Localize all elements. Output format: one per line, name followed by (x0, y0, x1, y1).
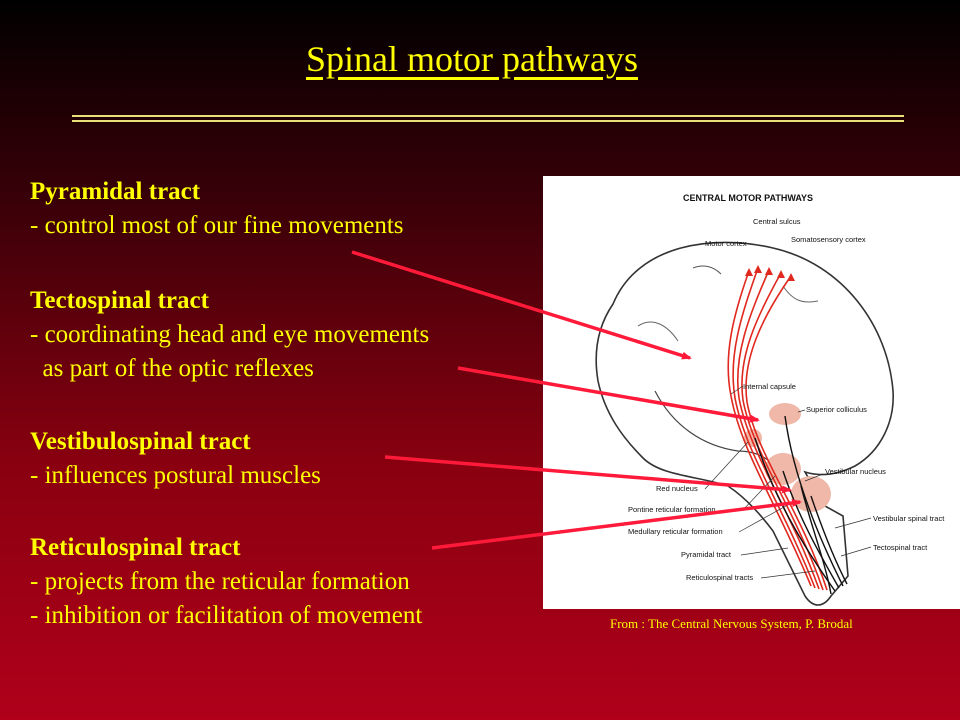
title-divider (72, 115, 904, 117)
label-superior-colliculus: Superior colliculus (806, 405, 867, 414)
label-somatosensory: Somatosensory cortex (791, 235, 866, 244)
arrow-pyramidal (351, 250, 692, 360)
reticulospinal-desc-1: - projects from the reticular formation (30, 568, 410, 595)
label-pyramidal: Pyramidal tract (681, 550, 732, 559)
pyramidal-heading: Pyramidal tract (30, 178, 201, 205)
vestibulospinal-heading: Vestibulospinal tract (30, 428, 251, 455)
diagram-heading: CENTRAL MOTOR PATHWAYS (683, 193, 813, 203)
label-central-sulcus: Central sulcus (753, 217, 801, 226)
label-vestibular: Vestibular nucleus (825, 467, 886, 476)
brain-diagram: CENTRAL MOTOR PATHWAYS C (543, 176, 960, 609)
pyramidal-fibers (727, 267, 828, 591)
reticulospinal-block: Reticulospinal tract - projects from the… (30, 531, 422, 633)
reticulospinal-heading: Reticulospinal tract (30, 534, 241, 561)
gyri-lines (637, 285, 819, 342)
pyramidal-desc: - control most of our fine movements (30, 212, 404, 239)
sulcus-line (692, 265, 722, 275)
label-pontine: Pontine reticular formation (628, 505, 716, 514)
title-divider-second (72, 120, 904, 122)
temporal-lobe-line (654, 390, 779, 472)
tectospinal-desc-2: as part of the optic reflexes (30, 355, 314, 382)
slide-title: Spinal motor pathways (306, 39, 638, 79)
label-medullary: Medullary reticular formation (628, 527, 723, 536)
pyramidal-block: Pyramidal tract - control most of our fi… (30, 175, 404, 243)
brain-outline (595, 241, 894, 606)
arrow-reticulospinal (431, 499, 802, 550)
superior-colliculus-shape (769, 403, 801, 425)
cortex-arrowheads (745, 265, 795, 281)
arrow-vestibulospinal (384, 455, 792, 494)
reticulospinal-desc-2: - inhibition or facilitation of movement (30, 602, 423, 629)
label-tectospinal: Tectospinal tract (873, 543, 928, 552)
label-leaders (704, 385, 872, 579)
tectospinal-desc-1: - coordinating head and eye movements (30, 321, 430, 348)
label-reticulospinal: Reticulospinal tracts (686, 573, 753, 582)
label-red-nucleus: Red nucleus (656, 484, 698, 493)
vestibulospinal-block: Vestibulospinal tract - influences postu… (30, 425, 321, 493)
tectospinal-heading: Tectospinal tract (30, 287, 209, 314)
label-vestibular-spinal: Vestibular spinal tract (873, 514, 945, 523)
tectospinal-block: Tectospinal tract - coordinating head an… (30, 284, 429, 386)
vestibulospinal-desc: - influences postural muscles (30, 462, 321, 489)
label-motor-cortex: Motor cortex (705, 239, 747, 248)
source-caption: From : The Central Nervous System, P. Br… (610, 616, 853, 631)
label-internal-capsule: Internal capsule (743, 382, 796, 391)
arrow-tectospinal (457, 366, 760, 423)
